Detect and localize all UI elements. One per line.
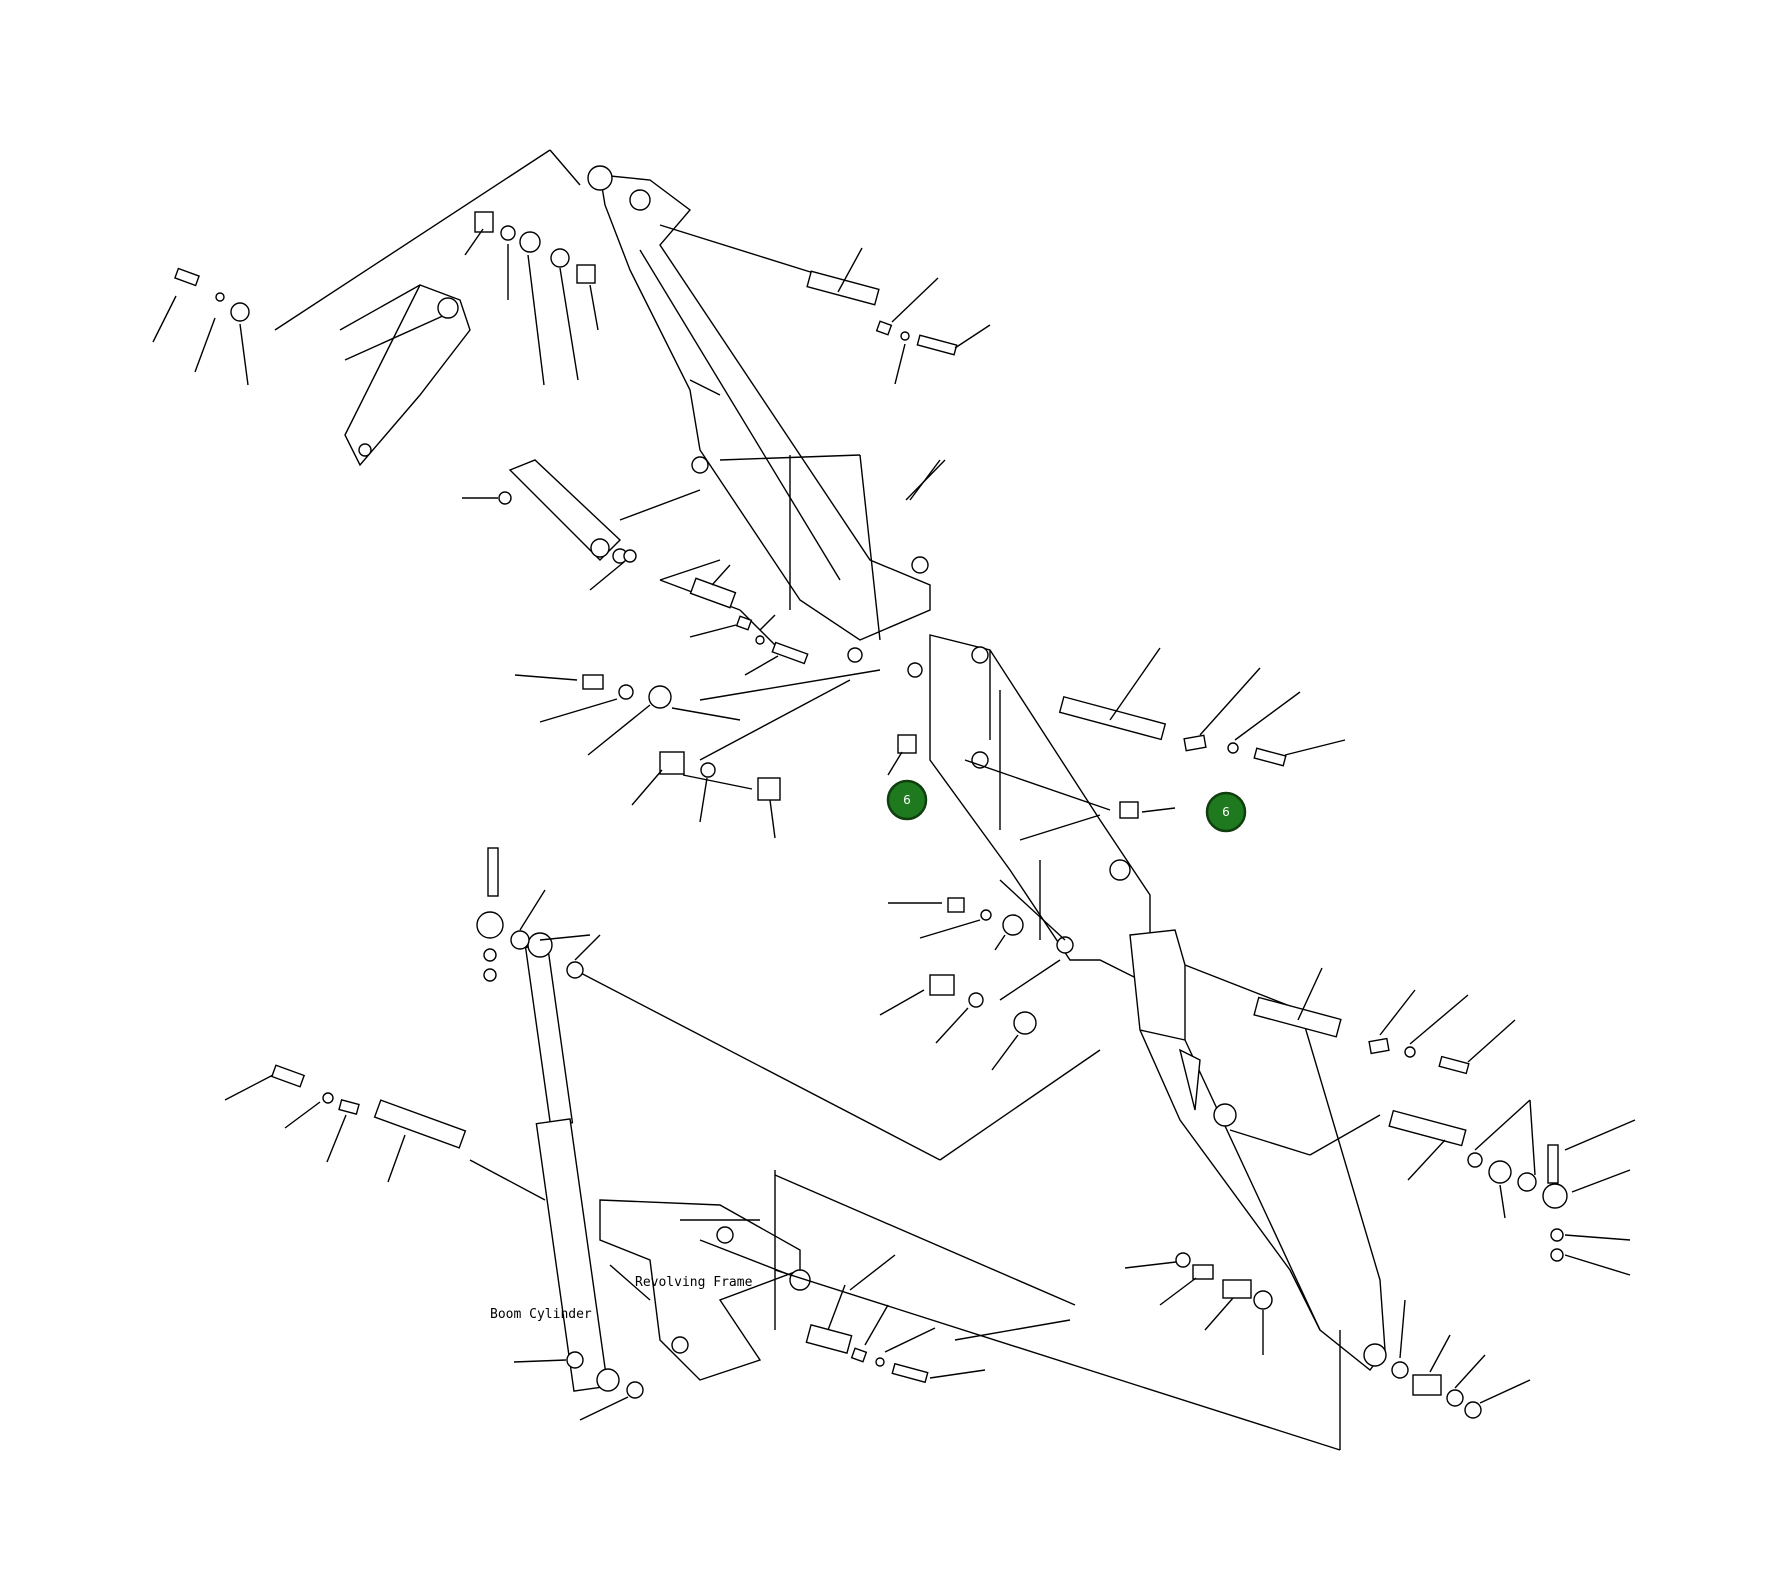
parts-upper-right <box>806 247 991 501</box>
callout-6-right-number: 6 <box>1222 805 1230 819</box>
parts-mid-right <box>879 647 1346 1071</box>
boom-middle-plate <box>929 634 1151 987</box>
revolving-frame-label: Revolving Frame <box>635 1275 753 1290</box>
parts-lower-left <box>224 847 986 1421</box>
boom-cylinder <box>524 932 620 1392</box>
link-arm <box>508 459 628 564</box>
upper-boom-arm <box>587 165 941 678</box>
parts-mid-left <box>514 564 809 839</box>
callout-6-right[interactable]: 6 <box>1205 791 1247 833</box>
parts-upper-left <box>152 211 637 591</box>
revolving-frame-bracket <box>599 1199 811 1381</box>
leader-lines <box>274 149 1381 1451</box>
callout-6-left[interactable]: 6 <box>886 779 928 821</box>
boom-lower <box>1129 929 1387 1371</box>
boom-cylinder-label: Boom Cylinder <box>490 1307 592 1322</box>
parts-lower-right <box>1124 967 1636 1419</box>
left-bracket <box>339 284 471 467</box>
callout-6-left-number: 6 <box>903 793 911 807</box>
